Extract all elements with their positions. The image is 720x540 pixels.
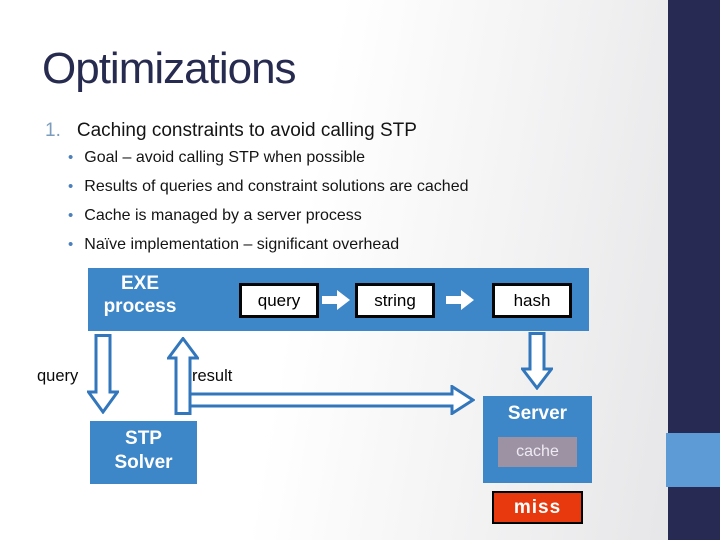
stp-solver-line1: STP bbox=[125, 428, 162, 449]
server-label: Server bbox=[507, 403, 568, 424]
arrow-query-down-icon bbox=[87, 334, 119, 414]
arrow-to-server-right-icon bbox=[175, 385, 475, 415]
result-flow-label: result bbox=[192, 367, 233, 385]
flow-arrow-right-icon bbox=[446, 290, 474, 310]
miss-box: miss bbox=[492, 491, 583, 524]
string-box: string bbox=[355, 283, 435, 318]
exe-process-line2: process bbox=[103, 296, 177, 317]
bullet-dot: • bbox=[68, 207, 74, 224]
bullet-text: Naïve implementation – significant overh… bbox=[84, 236, 400, 253]
bullet-text: Goal – avoid calling STP when possible bbox=[84, 149, 366, 166]
section-number: 1. bbox=[45, 120, 61, 141]
query-flow-label: query bbox=[37, 367, 79, 385]
bullet-dot: • bbox=[68, 149, 74, 166]
bullet-item: • Naïve implementation – significant over… bbox=[68, 236, 399, 258]
bullet-dot: • bbox=[68, 178, 74, 195]
stp-solver-box: STP Solver bbox=[90, 421, 197, 484]
bullet-item: • Results of queries and constraint solut… bbox=[68, 178, 468, 200]
slide-title: Optimizations bbox=[42, 44, 297, 93]
section-heading: 1. Caching constraints to avoid calling S… bbox=[45, 120, 417, 142]
hash-box: hash bbox=[492, 283, 572, 318]
stp-solver-line2: Solver bbox=[114, 452, 173, 473]
query-box: query bbox=[239, 283, 319, 318]
flow-arrow-right-icon bbox=[322, 290, 350, 310]
bullet-item: • Goal – avoid calling STP when possible bbox=[68, 149, 365, 171]
arrow-hash-down-icon bbox=[521, 332, 553, 390]
bullet-dot: • bbox=[68, 236, 74, 253]
cache-box: cache bbox=[498, 437, 577, 467]
right-accent-block bbox=[666, 433, 720, 487]
exe-process-line1: EXE bbox=[120, 273, 160, 294]
bullet-text: Cache is managed by a server process bbox=[84, 207, 362, 224]
exe-process-label: EXE process bbox=[92, 272, 188, 318]
arrow-result-up-icon bbox=[167, 337, 199, 415]
bullet-item: • Cache is managed by a server process bbox=[68, 207, 362, 229]
bullet-text: Results of queries and constraint soluti… bbox=[84, 178, 469, 195]
section-heading-text: Caching constraints to avoid calling STP bbox=[76, 120, 417, 141]
